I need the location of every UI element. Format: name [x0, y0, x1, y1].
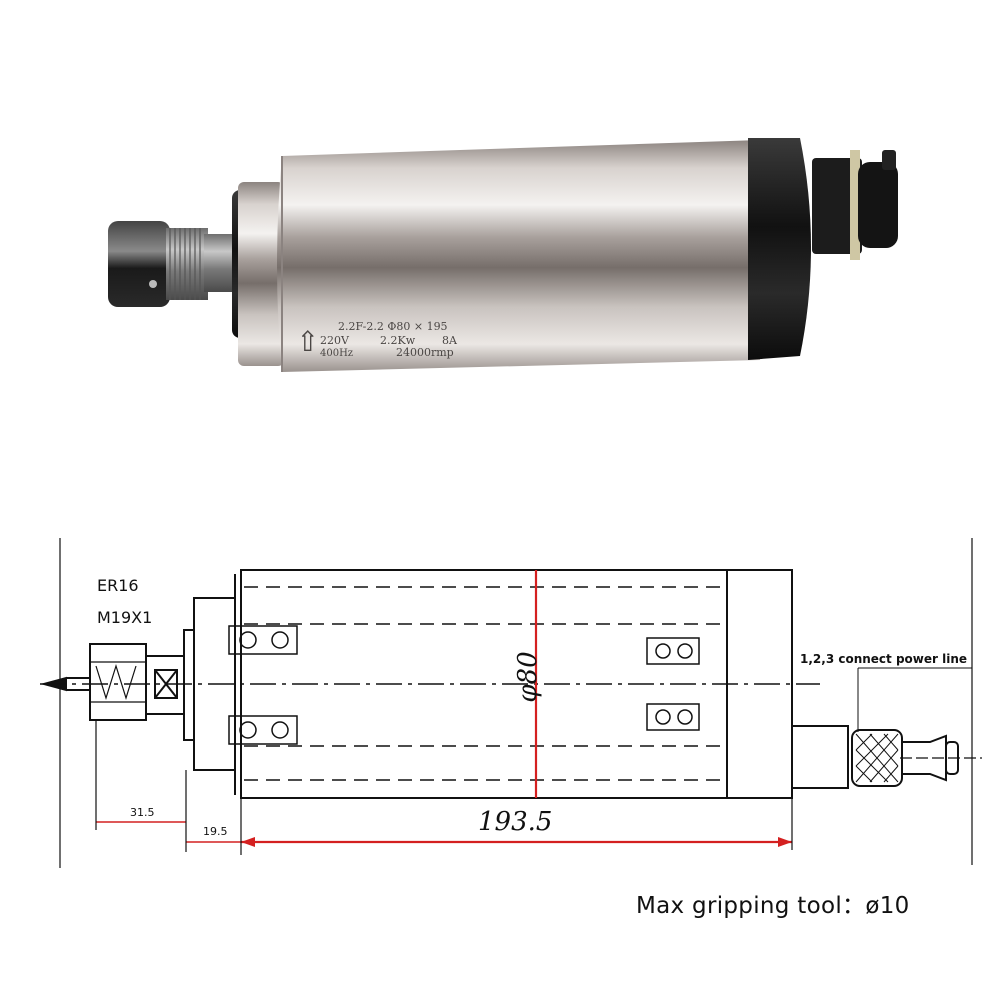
- collet-nut: [108, 221, 170, 307]
- nameplate-model: 2.2F-2.2 Φ80 × 195: [338, 320, 448, 333]
- nameplate-frequency: 400Hz: [320, 348, 354, 359]
- threaded-shaft: [166, 228, 208, 300]
- length-label: 193.5: [478, 807, 553, 837]
- diameter-label: φ80: [513, 651, 543, 703]
- dim-mid-label: 19.5: [203, 825, 228, 838]
- nameplate-power: 2.2Kw: [380, 334, 416, 347]
- power-connector: [812, 158, 862, 254]
- nameplate-voltage: 220V: [320, 334, 349, 347]
- dim-left-label: 31.5: [130, 806, 155, 819]
- spindle-body: [277, 140, 760, 372]
- nameplate: ⇧ 2.2F-2.2 Φ80 × 195 220V 2.2Kw 8A 400Hz…: [296, 320, 496, 368]
- spindle-drawing: [40, 538, 982, 868]
- collet-label: ER16: [97, 576, 139, 595]
- rear-cap: [748, 138, 811, 360]
- nameplate-arrow: ⇧: [296, 325, 320, 358]
- drawing-collet-nut: [89, 643, 147, 721]
- thread-label: M19X1: [97, 608, 153, 627]
- power-note: 1,2,3 connect power line: [800, 652, 968, 666]
- max-tool-caption: Max gripping tool：ø10: [636, 893, 910, 919]
- nameplate-current: 8A: [442, 334, 457, 347]
- spindle-photo: [108, 138, 898, 372]
- nameplate-speed: 24000rmp: [396, 346, 454, 359]
